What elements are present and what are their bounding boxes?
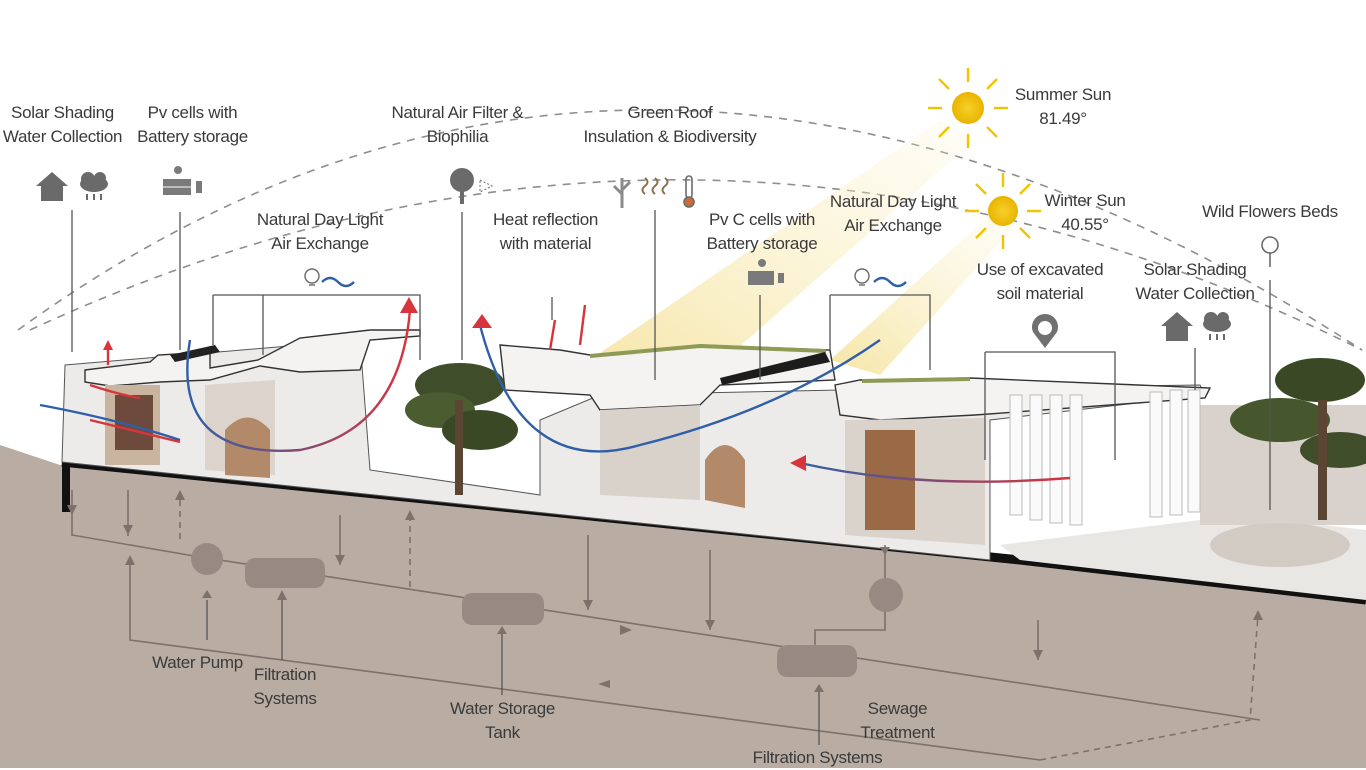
filtration-unit-shape (245, 558, 325, 588)
tree-icon (450, 168, 494, 204)
courtyard-tree (405, 363, 518, 495)
flow-arrowheads (67, 490, 1263, 692)
label-air-filter: Natural Air Filter &Biophilia (391, 103, 524, 146)
wind-icon (873, 276, 907, 288)
solar-panel-icon (163, 166, 202, 195)
sewage-filtration-shape (777, 645, 857, 677)
rain-cloud-icon (80, 172, 108, 200)
garden-tree (1210, 358, 1366, 567)
summer-sun-beam (590, 120, 975, 390)
label-water-pump: Water Pump (152, 653, 243, 672)
heat-waves-icon (641, 177, 669, 195)
callout-lines (71, 210, 1271, 745)
flower-icon (1261, 236, 1279, 267)
airflow-arrowhead (400, 297, 418, 313)
location-pin-icon (1032, 314, 1058, 348)
label-wild-flowers: Wild Flowers Beds (1202, 202, 1338, 221)
airflow-arrowhead (103, 340, 113, 350)
winter-sun-path (29, 179, 1363, 351)
soil-ground (0, 445, 1366, 768)
wind-icon (321, 276, 355, 288)
airflow-arrowhead (790, 455, 806, 471)
lightbulb-icon (304, 268, 320, 286)
water-pump-shape (191, 543, 223, 575)
house-icon (1161, 312, 1193, 341)
winter-sun-icon (965, 173, 1041, 249)
solar-panel-icon (748, 259, 784, 285)
airflow-arrowhead (472, 314, 492, 328)
building-section (61, 329, 1212, 561)
sewage-pump-shape (869, 578, 903, 612)
plant-icon (612, 178, 632, 208)
summer-sun-icon (928, 68, 1008, 148)
water-storage-tank-shape (462, 593, 544, 625)
house-icon (36, 172, 68, 201)
lightbulb-icon (854, 268, 870, 286)
foundation-wall (62, 462, 70, 512)
summer-sun-path (17, 109, 1363, 351)
rain-cloud-icon (1203, 312, 1231, 340)
label-filtration-bottom: Filtration Systems (752, 748, 883, 767)
airflow-paths (39, 304, 1071, 483)
thermometer-icon (683, 175, 695, 208)
